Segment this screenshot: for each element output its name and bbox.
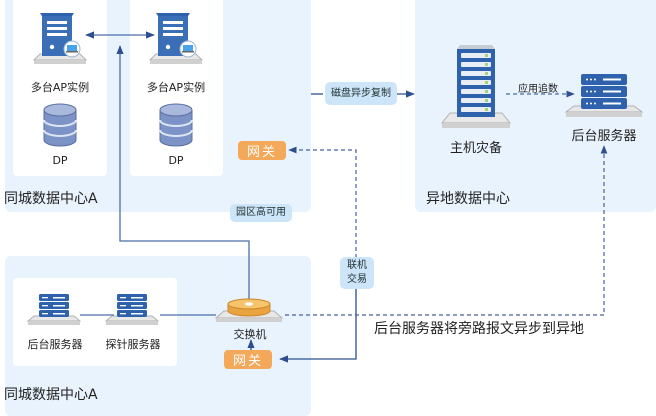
rack-server-icon [564, 74, 644, 117]
connector-lines [80, 31, 608, 363]
probe-label: 探针服务器 [105, 338, 161, 351]
online-tx-line1: 联机 [347, 260, 367, 271]
ap2-label: 多台AP实例 [146, 81, 206, 94]
online-tx-dashed-line [288, 146, 357, 258]
gateway-top: 网关 [238, 141, 286, 160]
backend-remote-label: 后台服务器 [571, 129, 637, 144]
backend-local-label: 后台服务器 [27, 338, 83, 351]
database-icon [159, 103, 193, 147]
online-tx-line2: 交易 [347, 274, 367, 285]
app-server-icon [148, 13, 204, 64]
database-icon [43, 103, 77, 147]
tower-server-icon [440, 45, 512, 128]
online-tx-solid-line [279, 289, 357, 363]
dp2-label: DP [168, 154, 184, 167]
bypass-dashed-line [285, 145, 608, 316]
region-city-a-bottom-title: 同城数据中心A [4, 387, 98, 403]
ap1-label: 多台AP实例 [30, 81, 90, 94]
switch-label: 交换机 [233, 328, 267, 341]
region-city-a-top-title: 同城数据中心A [4, 191, 98, 207]
app-catchup-label: 应用追数 [518, 84, 558, 95]
dp1-label: DP [52, 154, 68, 167]
switch-icon [214, 298, 284, 322]
disk-replication-tag: 磁盘异步复制 [325, 82, 397, 105]
app-server-icon [32, 13, 88, 64]
region-remote-title: 异地数据中心 [426, 191, 510, 207]
campus-ha-line [116, 45, 250, 303]
online-tx-tag: 联机 交易 [340, 257, 374, 289]
rack-server-icon [26, 294, 82, 325]
gateway-bottom: 网关 [224, 350, 272, 369]
rack-server-icon [104, 294, 160, 325]
host-dr-label: 主机灾备 [449, 141, 502, 156]
campus-ha-tag: 园区高可用 [230, 204, 292, 222]
bypass-note: 后台服务器将旁路报文异步到异地 [374, 321, 584, 337]
